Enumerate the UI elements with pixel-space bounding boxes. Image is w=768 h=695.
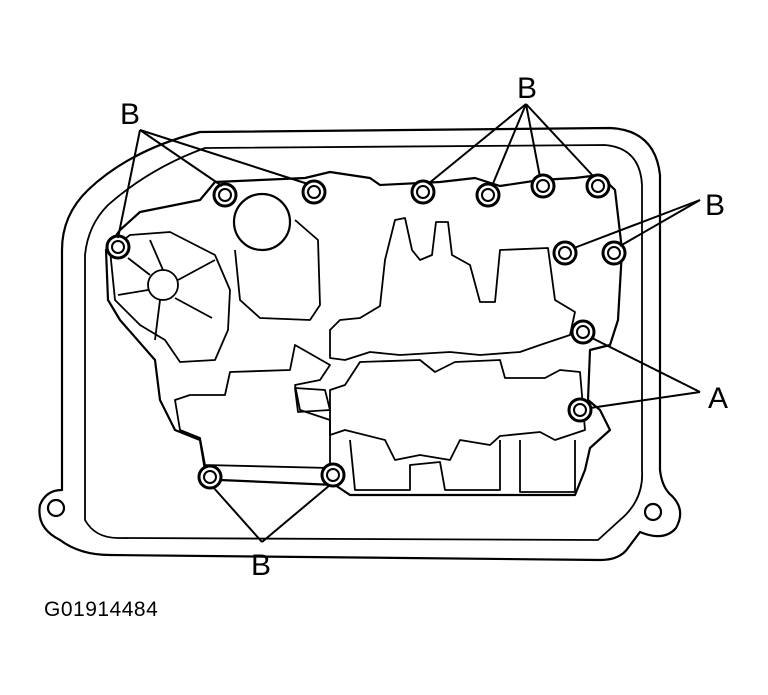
- bolt-a-lower: [567, 397, 593, 423]
- spoke-pattern: [117, 239, 216, 341]
- bolt-b-left: [105, 234, 131, 260]
- mounting-hole-left: [46, 498, 66, 518]
- bolt-b-top-left-1: [212, 182, 238, 208]
- bolt-b-bottom-2: [320, 462, 346, 488]
- bolt-b-top-left-2: [301, 179, 327, 205]
- mounting-hole-right: [643, 502, 663, 522]
- valve-bores-bottom: [349, 439, 576, 493]
- leader-lines-b-top-right: [427, 103, 595, 187]
- leader-lines-b-bottom: [212, 484, 331, 543]
- left-plate: [109, 231, 231, 363]
- bolt-b-top-2: [475, 182, 501, 208]
- callout-b-bottom: B: [251, 549, 271, 582]
- passage-side: [294, 387, 331, 413]
- bolt-b-bottom-1: [197, 464, 223, 490]
- oil-pan-inner-flange: [84, 144, 643, 541]
- valve-stack-upper: [329, 217, 576, 361]
- bolt-b-top-4: [585, 173, 611, 199]
- leader-lines-a: [589, 337, 701, 409]
- callout-b-right: B: [705, 189, 725, 222]
- round-chamber: [232, 192, 292, 252]
- valve-body-outline: [104, 170, 624, 497]
- figure-id: G01914484: [44, 598, 159, 621]
- bolt-a-upper: [570, 319, 596, 345]
- bolt-b-right-1: [552, 240, 578, 266]
- leader-lines-b-top-left: [117, 129, 309, 239]
- bolt-b-top-1: [410, 179, 436, 205]
- leader-lines-b-right: [573, 199, 701, 249]
- callout-b-top-right: B: [517, 72, 537, 105]
- bolt-b-right-2: [601, 240, 627, 266]
- oil-pan-outer-flange: [38, 126, 682, 562]
- bolt-b-top-3: [530, 173, 556, 199]
- valve-stack-lower: [329, 359, 586, 461]
- accumulator-circle: [147, 269, 179, 301]
- passages-mid-left: [174, 344, 331, 469]
- chamber-passage: [234, 219, 321, 321]
- callout-b-top-left: B: [120, 98, 140, 131]
- callout-a-right: A: [708, 382, 728, 415]
